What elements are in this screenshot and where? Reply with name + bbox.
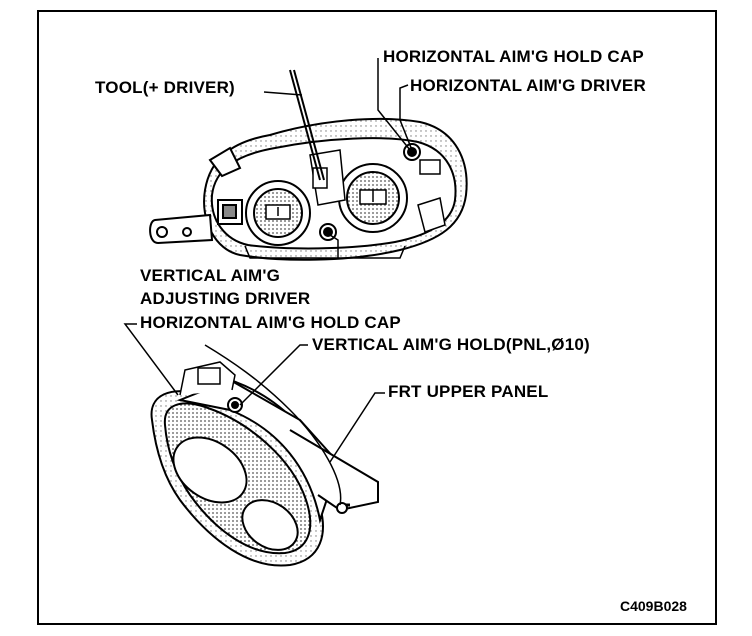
top-headlamp-rear-view xyxy=(149,117,468,261)
label-vertical-adjusting-line2: ADJUSTING DRIVER xyxy=(140,289,311,308)
label-frt-upper-panel: FRT UPPER PANEL xyxy=(388,382,549,401)
bottom-leader-lines xyxy=(123,323,385,506)
diagram-frame xyxy=(37,10,717,625)
label-vertical-hold: VERTICAL AIM'G HOLD(PNL,Ø10) xyxy=(312,335,590,354)
bottom-headlamp-installed-view xyxy=(150,361,379,567)
figure-code: C409B028 xyxy=(620,598,687,614)
label-tool-driver: TOOL(+ DRIVER) xyxy=(95,78,235,97)
tool-screwdriver xyxy=(289,69,325,181)
top-leader-lines xyxy=(263,58,413,258)
label-horizontal-hold-cap-bottom: HORIZONTAL AIM'G HOLD CAP xyxy=(140,313,401,332)
label-horizontal-hold-cap-top: HORIZONTAL AIM'G HOLD CAP xyxy=(383,47,644,66)
label-horizontal-driver: HORIZONTAL AIM'G DRIVER xyxy=(410,76,646,95)
label-vertical-adjusting-line1: VERTICAL AIM'G xyxy=(140,266,281,285)
